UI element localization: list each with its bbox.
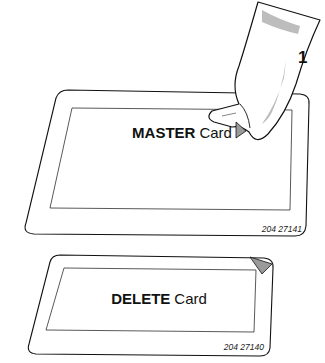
hand-shading (262, 60, 286, 124)
card-name: DELETE (111, 290, 170, 307)
card-word: Card (174, 290, 207, 307)
hand-shading (262, 10, 300, 34)
card-title: DELETECard (64, 290, 254, 307)
card-border (28, 255, 273, 356)
part-number: 204 27141 (262, 224, 302, 234)
step-number: 1 (298, 48, 307, 68)
card-word: Card (199, 124, 232, 141)
hand-outline (209, 2, 320, 140)
finger-crease (240, 104, 250, 128)
card-name: MASTER (132, 124, 195, 141)
card: DELETECard 204 27140 (24, 252, 280, 360)
part-number: 204 27140 (224, 342, 264, 352)
card-corner-curl (250, 257, 272, 274)
card-inner-frame (46, 268, 256, 332)
finger-crease (222, 113, 236, 116)
card-corner-curl (236, 122, 246, 138)
